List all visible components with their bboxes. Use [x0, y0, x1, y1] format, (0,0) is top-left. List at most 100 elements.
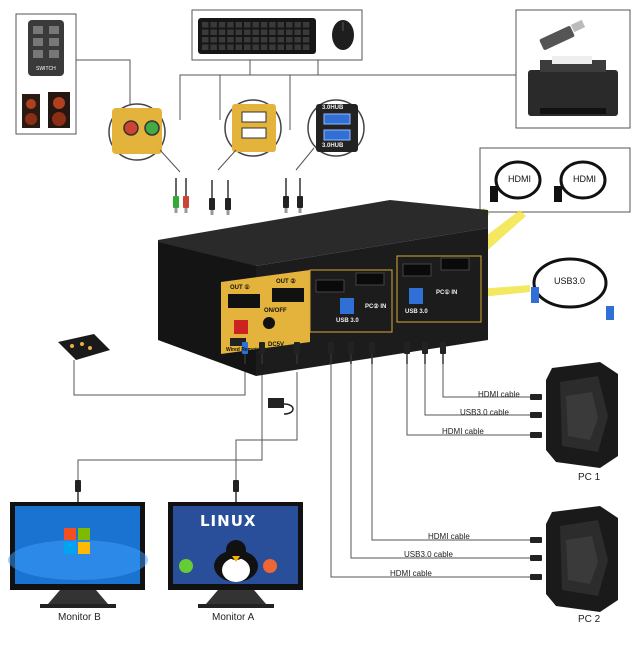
keyboard-key	[218, 22, 226, 28]
monitor-a-plug	[233, 480, 239, 492]
line-pc2-hdmi	[371, 352, 530, 541]
pc1-cable-label-1: HDMI cable	[478, 390, 520, 399]
keyboard-key	[235, 29, 243, 35]
line-keyboard	[179, 60, 251, 120]
keyboard-key	[269, 44, 276, 50]
input-plugs	[173, 178, 303, 215]
usb3-plug	[297, 196, 303, 208]
keyboard-key	[235, 37, 243, 43]
audio-plug	[173, 196, 179, 208]
mic-jack-icon	[123, 120, 139, 136]
keyboard-mouse-box	[191, 9, 363, 61]
usb-flash-drive-icon	[539, 26, 575, 50]
hub-bottom-label: 3.0HUB	[322, 143, 344, 149]
pc2-hdmi2-port	[355, 272, 385, 286]
line-monitor-b	[77, 372, 263, 498]
device-output-plug	[259, 342, 265, 354]
keyboard-key	[286, 22, 293, 28]
keyboard-key	[252, 44, 259, 50]
pc1-cable-label-2: USB3.0 cable	[460, 408, 509, 417]
keyboard-key	[260, 22, 268, 28]
keyboard-key	[294, 22, 301, 28]
wired-remote-unit	[58, 334, 110, 360]
out1-label: OUT ①	[230, 285, 250, 291]
keyboard-key	[277, 44, 285, 50]
pc1-label: PC 1	[578, 472, 601, 483]
audio-ports-zoom	[108, 103, 181, 173]
keyboard-key	[210, 37, 217, 43]
line-pc1-hdmi	[442, 352, 530, 398]
audio-plug-tip	[174, 208, 178, 213]
wired-remote-port	[230, 338, 246, 346]
pc-plug	[530, 432, 542, 438]
keyboard-key	[227, 22, 234, 28]
keyboard-key	[244, 44, 251, 50]
pc1-cable-label-3: HDMI cable	[442, 427, 484, 436]
line-pc1-usb	[424, 348, 530, 416]
connection-lines	[61, 59, 530, 578]
monitor-b	[8, 502, 148, 608]
device-output-plug	[242, 342, 248, 354]
keyboard-key	[210, 44, 217, 50]
dc5v-label: DC5V	[268, 342, 285, 348]
device-top	[158, 200, 488, 266]
remote-switch-label: SWITCH	[36, 66, 56, 72]
monitor-b-plug	[75, 480, 81, 492]
pc1-hdmi-port	[402, 263, 432, 277]
pc2-in-label: PC② IN	[365, 304, 387, 310]
out2-label: OUT ②	[276, 279, 296, 285]
hdmi-out-1-port	[228, 294, 260, 308]
usb3-plug-tip	[298, 208, 302, 213]
keyboard-key	[218, 29, 226, 35]
keyboard-key	[235, 44, 243, 50]
usb30-b-label: USB 3.0	[405, 309, 428, 315]
headphone-jack-icon	[144, 120, 160, 136]
pc-plug	[530, 555, 542, 561]
pc1-usb3-port	[409, 288, 423, 304]
pc-cable-plugs	[530, 394, 542, 580]
keyboard-key	[244, 37, 251, 43]
keyboard-key	[235, 22, 243, 28]
linux-screen-text: LINUX	[200, 512, 257, 530]
hdmi-out-2-port	[272, 288, 304, 302]
usb3-plug-tip	[284, 208, 288, 213]
usb-plug	[209, 198, 215, 210]
keyboard-key	[202, 22, 209, 28]
output-plugs	[75, 342, 446, 502]
keyboard-key	[202, 44, 209, 50]
mouse-icon	[332, 20, 354, 50]
power-switch	[234, 320, 248, 334]
remote-speakers-box	[15, 13, 77, 135]
hdmi-cables-box	[479, 147, 631, 213]
pc2-cable-label-1: HDMI cable	[428, 532, 470, 541]
line-pc2-usb	[350, 352, 530, 559]
keyboard-key	[286, 29, 293, 35]
pc2-cable-label-3: HDMI cable	[390, 569, 432, 578]
pc2-label: PC 2	[578, 614, 601, 625]
monitor-b-label: Monitor B	[58, 612, 101, 623]
power-adapter	[268, 398, 294, 415]
keyboard-key	[302, 22, 310, 28]
monitor-a-label: Monitor A	[212, 612, 255, 623]
keyboard-key	[294, 37, 301, 43]
keyboard-key	[277, 29, 285, 35]
kvm-switch-device	[158, 200, 488, 376]
pc1-in-label: PC① IN	[436, 290, 458, 296]
usb30-a-label: USB 3.0	[336, 318, 359, 324]
hdmi-left-label: HDMI	[508, 174, 531, 184]
keyboard-key	[302, 44, 310, 50]
usb2-ports-zoom	[217, 99, 282, 171]
keyboard-key	[202, 37, 209, 43]
keyboard-key	[252, 22, 259, 28]
keyboard-key	[260, 37, 268, 43]
usb3-hub-zoom	[295, 99, 365, 171]
pc-plug	[530, 412, 542, 418]
keyboard-key	[277, 22, 285, 28]
usb3-cable	[531, 257, 614, 320]
line-mouse	[219, 60, 319, 120]
pc1-hdmi2-port	[440, 257, 470, 271]
dc-jack	[263, 317, 275, 329]
keyboard-key	[269, 22, 276, 28]
